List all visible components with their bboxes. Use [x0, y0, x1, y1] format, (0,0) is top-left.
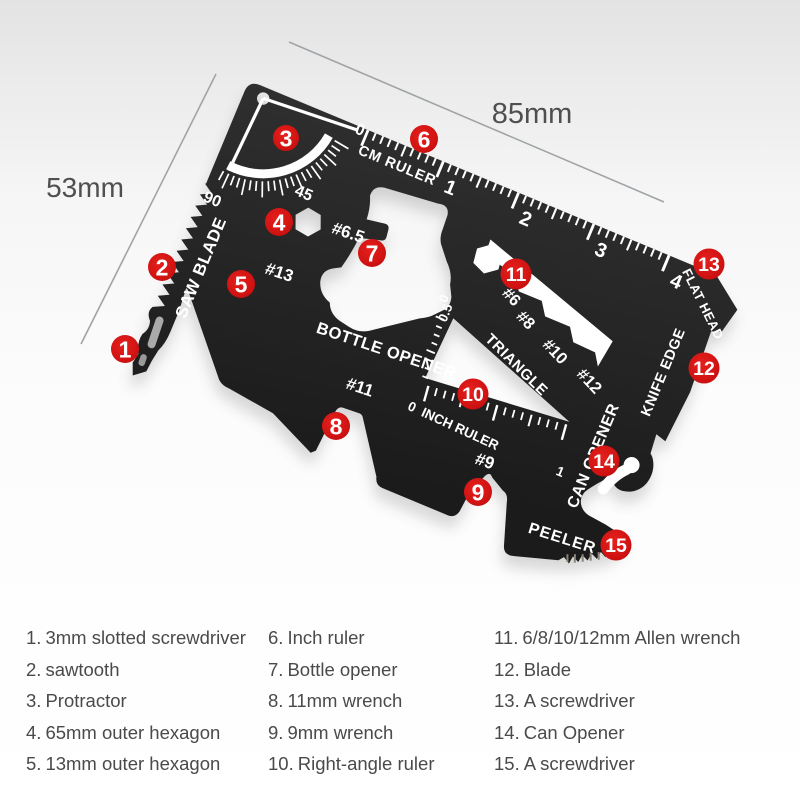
svg-text:45: 45	[292, 182, 315, 205]
svg-text:6.Inch ruler: 6.Inch ruler	[268, 627, 365, 648]
svg-text:13.A screwdriver: 13.A screwdriver	[494, 690, 635, 711]
svg-text:5: 5	[235, 271, 248, 297]
svg-text:4: 4	[273, 209, 286, 235]
svg-text:10.Right-angle ruler: 10.Right-angle ruler	[268, 753, 434, 774]
svg-text:85mm: 85mm	[492, 98, 573, 130]
svg-text:15.A screwdriver: 15.A screwdriver	[494, 753, 635, 774]
svg-text:0.5: 0.5	[435, 302, 456, 324]
svg-text:2.sawtooth: 2.sawtooth	[26, 659, 119, 680]
svg-text:12: 12	[693, 358, 715, 380]
svg-text:7: 7	[366, 240, 379, 266]
svg-text:10: 10	[462, 384, 484, 406]
svg-text:9: 9	[472, 479, 485, 505]
svg-text:5.13mm outer hexagon: 5.13mm outer hexagon	[26, 753, 220, 774]
svg-text:1: 1	[119, 336, 132, 362]
svg-text:7.Bottle opener: 7.Bottle opener	[268, 659, 398, 680]
svg-text:53mm: 53mm	[46, 172, 124, 203]
svg-text:9.9mm wrench: 9.9mm wrench	[268, 722, 393, 743]
svg-text:#9: #9	[473, 449, 497, 473]
svg-text:15: 15	[605, 535, 627, 557]
svg-text:3: 3	[280, 125, 293, 151]
svg-text:12.Blade: 12.Blade	[494, 659, 571, 680]
svg-text:13: 13	[698, 254, 720, 276]
svg-text:4.65mm outer hexagon: 4.65mm outer hexagon	[26, 722, 220, 743]
svg-text:3.Protractor: 3.Protractor	[26, 690, 127, 711]
svg-text:6: 6	[418, 126, 431, 152]
svg-text:11: 11	[506, 264, 527, 286]
svg-text:14.Can Opener: 14.Can Opener	[494, 722, 625, 743]
svg-text:1.3mm slotted screwdriver: 1.3mm slotted screwdriver	[26, 627, 246, 648]
svg-text:2: 2	[156, 254, 169, 280]
svg-text:11.6/8/10/12mm Allen wrench: 11.6/8/10/12mm Allen wrench	[494, 627, 740, 648]
svg-text:14: 14	[593, 451, 615, 473]
svg-text:8: 8	[330, 413, 343, 439]
svg-text:8.11mm wrench: 8.11mm wrench	[268, 690, 402, 711]
svg-text:90: 90	[201, 189, 224, 212]
